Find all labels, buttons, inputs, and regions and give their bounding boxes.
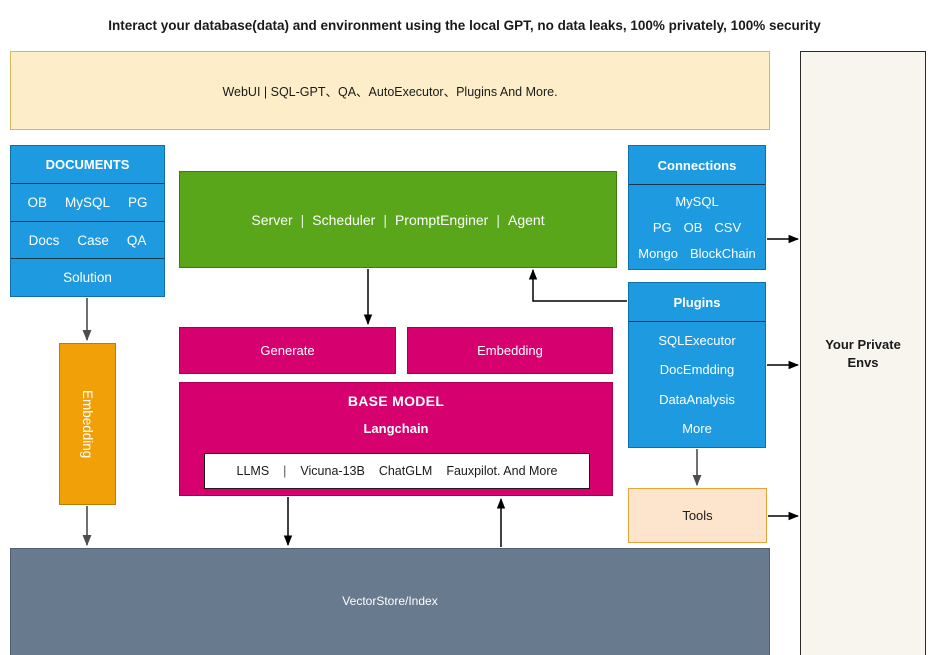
llms-strip[interactable]: LLMS | Vicuna-13B ChatGLM Fauxpilot. And… <box>204 453 590 489</box>
server-item-agent[interactable]: Agent <box>508 211 545 228</box>
documents-item-case[interactable]: Case <box>77 232 109 248</box>
embedding-pipeline-box[interactable]: Embedding <box>59 343 116 505</box>
webui-banner[interactable]: WebUI | SQL-GPT、QA、AutoExecutor、Plugins … <box>10 51 770 130</box>
connections-line-1: MySQL <box>675 194 718 209</box>
connections-body: MySQL PG OB CSV Mongo BlockChain <box>629 185 765 269</box>
server-item-promptenginer[interactable]: PromptEnginer <box>394 211 489 228</box>
page-title: Interact your database(data) and environ… <box>108 17 821 33</box>
generate-box[interactable]: Generate <box>179 327 396 374</box>
plugins-item-more[interactable]: More <box>682 420 712 436</box>
connections-item-blockchain[interactable]: BlockChain <box>689 245 756 261</box>
llms-label: LLMS <box>236 464 270 478</box>
llms-divider: | <box>283 464 287 478</box>
edge-plugins-to-server <box>528 268 627 302</box>
connections-line-2: PG OB CSV <box>653 220 741 235</box>
connections-item-csv[interactable]: CSV <box>714 219 742 235</box>
connections-card[interactable]: Connections MySQL PG OB CSV Mongo BlockC… <box>628 145 766 270</box>
documents-row-solution: Solution <box>11 259 164 296</box>
private-envs-line-1: Your Private <box>825 336 901 352</box>
server-item-scheduler[interactable]: Scheduler <box>312 211 376 228</box>
embedding-pipeline-label: Embedding <box>80 389 95 459</box>
plugins-item-docemdding[interactable]: DocEmdding <box>659 362 735 378</box>
plugins-body: SQLExecutor DocEmdding DataAnalysis More <box>629 322 765 447</box>
llms-item-vicuna[interactable]: Vicuna-13B <box>300 464 365 478</box>
documents-card[interactable]: DOCUMENTS OB MySQL PG Docs Case QA Solut… <box>10 145 165 297</box>
connections-item-mysql[interactable]: MySQL <box>675 193 719 209</box>
private-envs-panel[interactable]: Your Private Envs <box>800 51 926 655</box>
llms-item-chatglm[interactable]: ChatGLM <box>378 464 433 478</box>
vectorstore-label: VectorStore/Index <box>342 594 438 608</box>
server-separator-2: | <box>383 211 387 228</box>
connections-item-ob[interactable]: OB <box>683 219 703 235</box>
documents-item-docs[interactable]: Docs <box>28 232 60 248</box>
server-bar[interactable]: Server | Scheduler | PromptEnginer | Age… <box>179 171 617 268</box>
base-model-card[interactable]: BASE MODEL Langchain LLMS | Vicuna-13B C… <box>179 382 613 496</box>
server-item-server[interactable]: Server <box>251 211 293 228</box>
embedding-box[interactable]: Embedding <box>407 327 613 374</box>
plugins-card[interactable]: Plugins SQLExecutor DocEmdding DataAnaly… <box>628 282 766 448</box>
llms-item-fauxpilot[interactable]: Fauxpilot. And More <box>446 464 558 478</box>
server-separator-3: | <box>496 211 500 228</box>
base-model-title: BASE MODEL <box>347 393 445 409</box>
documents-item-pg[interactable]: PG <box>128 194 148 210</box>
documents-header: DOCUMENTS <box>11 146 164 184</box>
connections-item-mongo[interactable]: Mongo <box>638 245 678 261</box>
connections-item-pg[interactable]: PG <box>652 219 672 235</box>
documents-row-content: Docs Case QA <box>11 222 164 260</box>
plugins-item-dataanalysis[interactable]: DataAnalysis <box>659 391 735 407</box>
plugins-item-sqlexecutor[interactable]: SQLExecutor <box>658 333 736 349</box>
plugins-header: Plugins <box>629 283 765 322</box>
base-model-subtitle: Langchain <box>363 421 429 436</box>
documents-item-solution[interactable]: Solution <box>63 270 112 286</box>
connections-line-3: Mongo BlockChain <box>638 246 756 261</box>
connections-header: Connections <box>629 146 765 185</box>
tools-box[interactable]: Tools <box>628 488 767 543</box>
documents-item-qa[interactable]: QA <box>126 232 147 248</box>
private-envs-label-wrap: Your Private Envs <box>825 336 901 371</box>
documents-item-ob[interactable]: OB <box>27 194 47 210</box>
vectorstore-box[interactable]: VectorStore/Index <box>10 548 770 655</box>
server-separator-1: | <box>300 211 305 228</box>
documents-row-databases: OB MySQL PG <box>11 184 164 222</box>
documents-item-mysql[interactable]: MySQL <box>64 194 110 210</box>
private-envs-line-2: Envs <box>847 354 879 370</box>
